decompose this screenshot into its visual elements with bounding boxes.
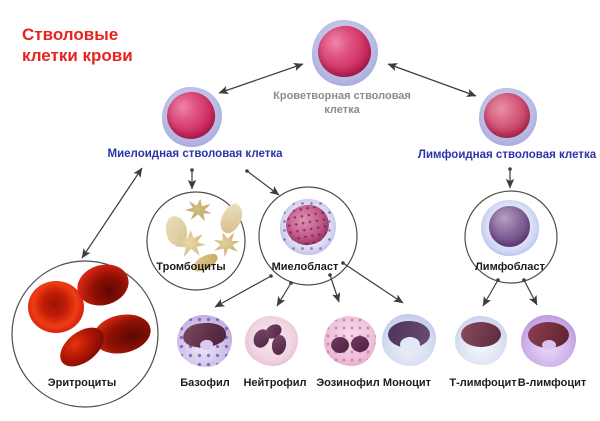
arrow-lymphoblast-to-t-lymphocyte <box>482 278 500 307</box>
arrow-lymphoblast-to-b-lymphocyte <box>522 278 538 306</box>
monocyte-nucleus <box>388 321 430 352</box>
b-lymphocyte-label: В-лимфоцит <box>517 377 587 389</box>
t-lymphocyte-label: Т-лимфоцит <box>449 377 517 389</box>
arrow-stem-to-myeloid <box>218 63 304 94</box>
lymphoblast-cell-graphic <box>481 200 539 256</box>
hematopoietic-cell-graphic <box>312 20 378 86</box>
t-lymphocyte-nucleus <box>461 322 501 347</box>
t-lymphocyte-cell-graphic <box>455 316 507 365</box>
diagram-title-line2: клетки крови <box>22 46 133 65</box>
monocyte-label: Моноцит <box>382 377 432 389</box>
diagram-title: Стволовые клетки крови <box>22 24 133 66</box>
b-lymphocyte-cell-graphic <box>521 315 576 367</box>
arrow-myeloid-to-erythrocytes <box>81 167 143 259</box>
b-lymphocyte-nucleus-notch <box>542 340 556 350</box>
b-lymphocyte-nucleus <box>528 322 569 350</box>
myeloid-cell-graphic <box>162 87 222 147</box>
erythrocyte-graphic <box>28 281 84 333</box>
myeloblast-label: Миелобласт <box>271 261 339 273</box>
hematopoietic-label: Кроветворная стволовая клетка <box>273 90 411 116</box>
arrow-myeloblast-to-eosinophil <box>328 273 341 303</box>
neutrophil-label: Нейтрофил <box>243 377 307 389</box>
arrow-myeloblast-to-basophil <box>214 274 273 308</box>
monocyte-nucleus-notch <box>400 337 420 352</box>
platelets-label: Тромбоциты <box>156 261 226 273</box>
arrow-myeloblast-to-neutrophil <box>276 281 293 307</box>
lymphoblast-cell-nucleus <box>488 205 531 248</box>
eosinophil-nucleus-lobe <box>331 337 349 353</box>
lymphoid-cell-graphic <box>479 88 537 146</box>
monocyte-cell-graphic <box>382 314 436 366</box>
myeloblast-cell-graphic <box>280 199 336 255</box>
lymphoid-label: Лимфоидная стволовая клетка <box>417 149 597 161</box>
arrow-stem-to-lymphoid <box>387 63 477 97</box>
eosinophil-cell-graphic <box>324 316 376 366</box>
neutrophil-cell-graphic <box>245 316 298 366</box>
basophil-cell-graphic <box>177 315 232 367</box>
lymphoblast-label: Лимфобласт <box>475 261 545 273</box>
arrow-myeloid-to-myeloblast <box>245 169 280 196</box>
eosinophil-nucleus-lobe <box>351 336 369 352</box>
diagram-title-line1: Стволовые <box>22 25 119 44</box>
arrow-myeloblast-to-monocyte <box>341 261 404 304</box>
erythrocytes-label: Эритроциты <box>47 377 117 389</box>
myeloid-label: Миелоидная стволовая клетка <box>107 148 283 160</box>
eosinophil-label: Эозинофил <box>316 377 380 389</box>
basophil-label: Базофил <box>180 377 230 389</box>
